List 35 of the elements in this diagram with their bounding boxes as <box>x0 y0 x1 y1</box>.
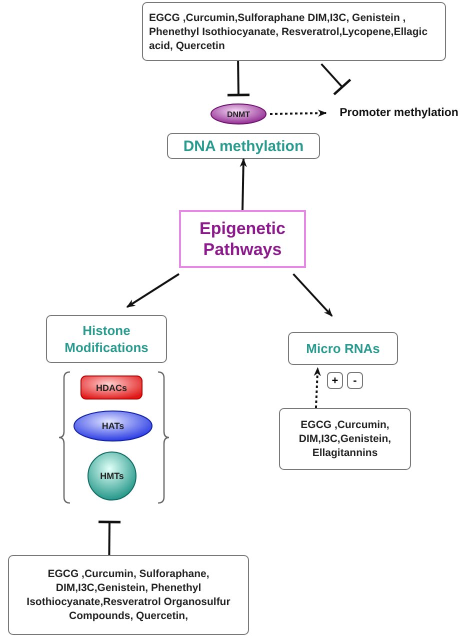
enzyme-label: HDACs <box>96 382 127 392</box>
arrow <box>270 110 327 117</box>
inhibition-line <box>97 520 122 556</box>
arrow <box>292 273 333 317</box>
enzyme-ellipse <box>73 410 153 442</box>
enzyme-ellipse <box>210 103 267 125</box>
enzyme-label: HATs <box>102 421 124 431</box>
pathway-box <box>167 133 320 159</box>
arrow <box>126 273 180 308</box>
compound-list: EGCG ,Curcumin, DIM,I3C,Genistein, Ellagitannins <box>286 418 404 460</box>
arrow <box>314 367 321 408</box>
sign-label: + <box>332 374 338 386</box>
enzyme-label: DNMT <box>226 110 250 118</box>
pathway-box <box>46 315 167 363</box>
pathway-box <box>288 332 398 365</box>
sign-box <box>347 372 363 389</box>
pathway-title: Epigenetic Pathways <box>198 218 286 260</box>
sign-box <box>327 372 343 389</box>
enzyme-box <box>80 375 143 400</box>
compound-list: EGCG ,Curcumin, Sulforaphane, DIM,I3C,Genistein, Phenethyl Isothiocyanate,Resveratrol Organosulfur Compounds, Quercetin, <box>15 567 242 623</box>
pathway-title: Histone Modifications <box>64 322 150 356</box>
arrow <box>240 158 247 210</box>
central-box <box>179 210 306 268</box>
pathway-title: DNA methylation <box>183 138 304 154</box>
compound-list: EGCG ,Curcumin,Sulforaphane DIM,I3C, Genistein , Phenethyl Isothiocyanate, Resveratrol,Lycopene,Ellagic acid, Quercetin <box>149 10 439 52</box>
inhibition-line <box>226 60 251 96</box>
enzyme-label: HMTs <box>100 471 124 481</box>
pathway-title: Micro RNAs <box>306 340 380 357</box>
outcome-label: Promoter methylation <box>340 107 458 119</box>
compound-list-box <box>8 555 249 635</box>
compound-list-box <box>142 2 446 61</box>
compound-list-box <box>279 408 411 470</box>
inhibition-line <box>320 63 352 96</box>
sign-label: - <box>353 374 357 386</box>
enzyme-sphere <box>87 451 137 501</box>
